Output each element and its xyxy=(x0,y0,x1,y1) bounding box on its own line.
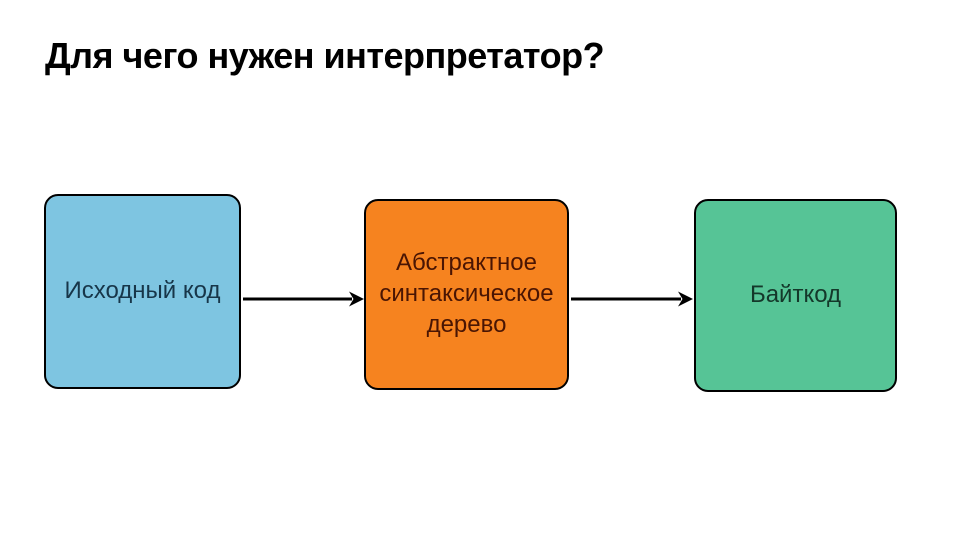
node-label-bytecode: Байткод xyxy=(749,281,842,309)
node-label-ast: Абстрактное синтаксическое дерево xyxy=(379,249,554,338)
arrow-source-to-ast-icon xyxy=(243,291,364,307)
arrow-source-to-ast-head xyxy=(349,291,364,307)
diagram-node-ast: Абстрактное синтаксическое дерево xyxy=(364,199,569,390)
diagram-node-source-code: Исходный код xyxy=(44,194,241,389)
slide-title: Для чего нужен интерпретатор? xyxy=(45,35,605,76)
arrow-ast-to-bytecode-icon xyxy=(571,291,693,307)
diagram-node-bytecode: Байткод xyxy=(694,199,897,392)
arrow-ast-to-bytecode-head xyxy=(678,291,693,307)
node-label-source-code: Исходный код xyxy=(64,277,221,305)
